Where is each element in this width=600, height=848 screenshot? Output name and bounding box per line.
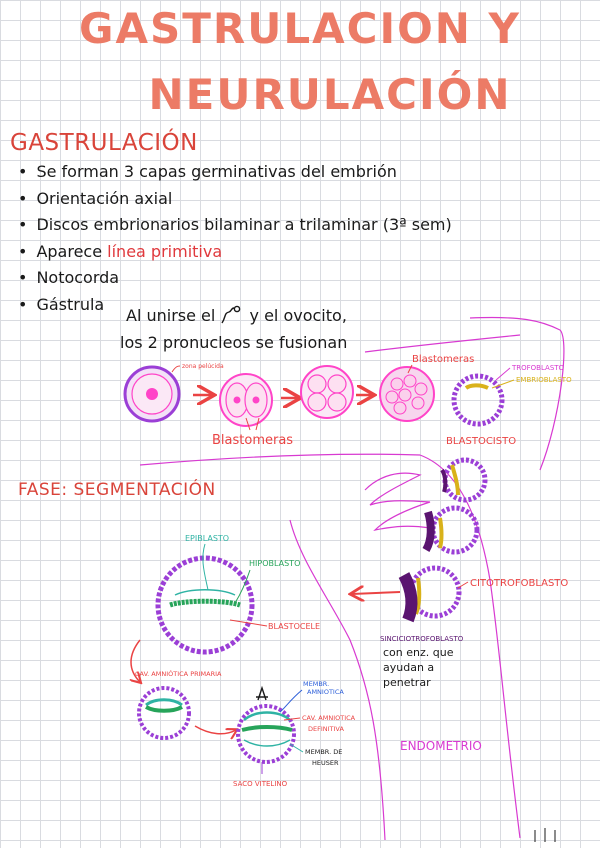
label-cav-amniotica-def-1: CAV. AMNIOTICA	[302, 714, 356, 722]
label-sincitiotrofoblasto: SINCICIOTROFOBLASTO	[380, 635, 464, 643]
zygote-cell	[123, 365, 181, 423]
label-memb-heuser-2: HEUSER	[312, 759, 339, 767]
implanting-blastocyst-3	[398, 565, 462, 623]
bullet-text: Aparece	[36, 241, 103, 261]
label-sincitio-line3: ayudan a	[383, 661, 434, 674]
label-blastomeras-bottom: Blastomeras	[212, 433, 293, 448]
bullet-item: Gástrula	[18, 292, 452, 319]
arrow-to-definitive	[194, 725, 236, 734]
implanting-blastocyst-1	[440, 457, 488, 503]
uterine-wall-left	[289, 519, 386, 841]
pointer-trofoblasto	[495, 367, 511, 381]
pointer-cav-amniotica-def	[283, 717, 301, 721]
zona-pelucida-pointer	[171, 365, 181, 373]
page-title-line2: NEURULACIÓN	[148, 70, 512, 119]
primary-amniotic-cavity	[137, 686, 191, 740]
label-epiblasto: EPIBLASTO	[185, 534, 229, 543]
label-trofoblasto: TROFOBLASTO	[511, 364, 565, 372]
section-heading-segmentacion: FASE: SEGMENTACIÓN	[18, 480, 216, 500]
bullet-item: Se forman 3 capas germinativas del embri…	[18, 159, 452, 186]
bracket-line-top	[364, 334, 521, 353]
pointer-memb-heuser	[289, 743, 304, 753]
four-cell-stage	[300, 365, 354, 419]
pointer-hipoblasto	[234, 569, 251, 604]
bullet-list: Se forman 3 capas germinativas del embri…	[18, 159, 452, 319]
implanting-blastocyst-2	[422, 505, 480, 555]
section-heading-gastrulacion: GASTRULACIÓN	[10, 130, 198, 156]
label-zona-pelucida: zona pelúcida	[182, 363, 224, 370]
label-blastocisto: BLASTOCISTO	[446, 436, 516, 447]
pointer-blastomeras-bottom	[245, 417, 260, 431]
note-line1-end: y el ovocito,	[249, 306, 347, 325]
pointer-blastomeras-top	[407, 364, 413, 374]
bullet-text: Se forman 3 capas germinativas del embri…	[36, 162, 397, 181]
segmentation-line	[139, 453, 421, 466]
label-embrioblasto: EMBRIOBLASTO	[516, 376, 572, 384]
bullet-item: Orientación axial	[18, 186, 452, 213]
page-title-line1: GASTRULACION Y	[79, 4, 521, 53]
label-hipoblasto: HIPOBLASTO	[249, 559, 300, 568]
arrow-to-amniotic	[131, 639, 140, 682]
note-line1-start: Al unirse el	[126, 306, 216, 325]
uterine-folds	[364, 472, 431, 531]
bilaminar-blastocyst	[155, 555, 255, 655]
label-saco-vitelino: SACO VITELINO	[233, 780, 288, 788]
linea-primitiva-highlight: línea primitiva	[107, 241, 223, 261]
label-citotrofoblasto: CITOTROFOBLASTO	[470, 578, 568, 589]
bullet-item: Discos embrionarios bilaminar a trilamin…	[18, 212, 452, 239]
label-sincitio-line2: con enz. que	[383, 646, 454, 659]
bullet-item: Aparece línea primitiva	[18, 239, 452, 266]
label-sincitio-line4: penetrar	[383, 676, 431, 689]
label-memb-heuser-1: MEMBR. DE	[305, 748, 342, 756]
sperm-icon	[221, 305, 241, 324]
amnios-marker-icon	[256, 685, 268, 701]
label-blastomeras-top: Blastomeras	[412, 354, 474, 365]
bullet-text: Gástrula	[36, 294, 105, 314]
pointer-memb-amniotica	[279, 689, 303, 713]
two-cell-stage	[219, 373, 273, 427]
bullet-text: Discos embrionarios bilaminar a trilamin…	[36, 215, 452, 234]
pointer-embrioblasto	[491, 379, 515, 389]
label-endometrio: ENDOMETRIO	[400, 739, 482, 753]
note-line2: los 2 pronucleos se fusionan	[120, 333, 348, 352]
blastocyst	[451, 373, 505, 427]
arrow-to-bilaminar	[352, 592, 401, 594]
pointer-blastocele	[229, 619, 268, 627]
pointer-citotrofoblasto	[457, 581, 469, 589]
label-cav-amniotica-def-2: DEFINITIVA	[308, 725, 344, 733]
bullet-text: Orientación axial	[36, 188, 173, 208]
tick-marks	[534, 828, 556, 842]
pointer-epiblasto	[202, 543, 209, 591]
definitive-amniotic-cavity	[236, 704, 296, 764]
label-cav-amniotica-primaria: CAV. AMNIÓTICA PRIMARIA	[135, 669, 222, 678]
bullet-text: Notocorda	[36, 268, 120, 287]
morula-stage	[379, 366, 435, 422]
label-memb-amniotica-1: MEMBR.	[303, 680, 329, 688]
label-memb-amniotica-2: AMNIOTICA	[307, 688, 344, 696]
bullet-item: Notocorda	[18, 265, 452, 292]
label-blastocele: BLASTOCELE	[268, 622, 320, 631]
note-line1: Al unirse el y el ovocito,	[126, 305, 347, 325]
endometrium-outline	[469, 316, 565, 471]
